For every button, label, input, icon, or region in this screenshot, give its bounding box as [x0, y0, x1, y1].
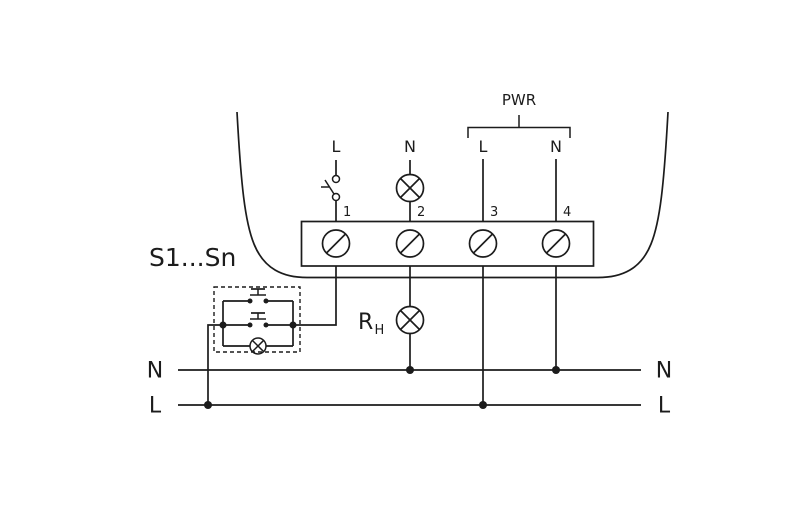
screw-terminal-4-icon	[541, 229, 571, 258]
input-n-label: N	[404, 137, 416, 156]
bus-n-right-label: N	[656, 359, 672, 384]
pushbutton-dashed-box	[213, 286, 301, 353]
switch-contact-icon	[321, 174, 341, 202]
load-r-label: R	[358, 310, 373, 335]
supply-n-drop	[552, 266, 560, 374]
terminal-2-number: 2	[417, 205, 425, 220]
switches-label: S1...Sn	[149, 243, 236, 272]
load-r-subscript: H	[375, 323, 385, 338]
pushbutton-group: S1...Sn	[149, 243, 301, 409]
terminal-block	[300, 220, 595, 267]
lamp-icon-top	[395, 173, 425, 203]
pushbutton-icon	[223, 288, 293, 304]
input-l-label: L	[332, 137, 341, 156]
screw-terminal-2-icon	[395, 229, 425, 258]
pushbutton-icon	[223, 312, 293, 328]
terminal-1-number: 1	[343, 205, 351, 220]
supply-l-label: L	[479, 137, 488, 156]
button-glow-lamp-icon	[223, 337, 293, 355]
screw-terminal-3-icon	[468, 229, 498, 258]
bus-l-right-label: L	[658, 394, 671, 419]
supply-n-label: N	[550, 137, 562, 156]
load-lamp-icon	[395, 305, 425, 335]
screw-terminal-1-icon	[321, 229, 351, 258]
terminal-3-number: 3	[490, 205, 498, 220]
terminal-numbers: 1 2 3 4	[343, 205, 571, 220]
lamp-input-branch: N	[395, 137, 425, 221]
device-outline	[236, 111, 669, 279]
power-supply-branch: L N PWR	[467, 91, 571, 221]
switched-input-branch: L	[321, 137, 341, 221]
bus-n-left-label: N	[147, 359, 163, 384]
bus-l-left-label: L	[149, 394, 162, 419]
switch-wire	[293, 266, 337, 326]
pwr-bracket: PWR	[467, 91, 571, 138]
supply-l-drop	[479, 266, 487, 409]
pwr-label: PWR	[502, 91, 536, 109]
junction-dot	[289, 321, 297, 329]
load-branch: R H	[358, 266, 425, 374]
mains-buses: N L N L	[147, 359, 672, 419]
terminal-4-number: 4	[563, 205, 571, 220]
